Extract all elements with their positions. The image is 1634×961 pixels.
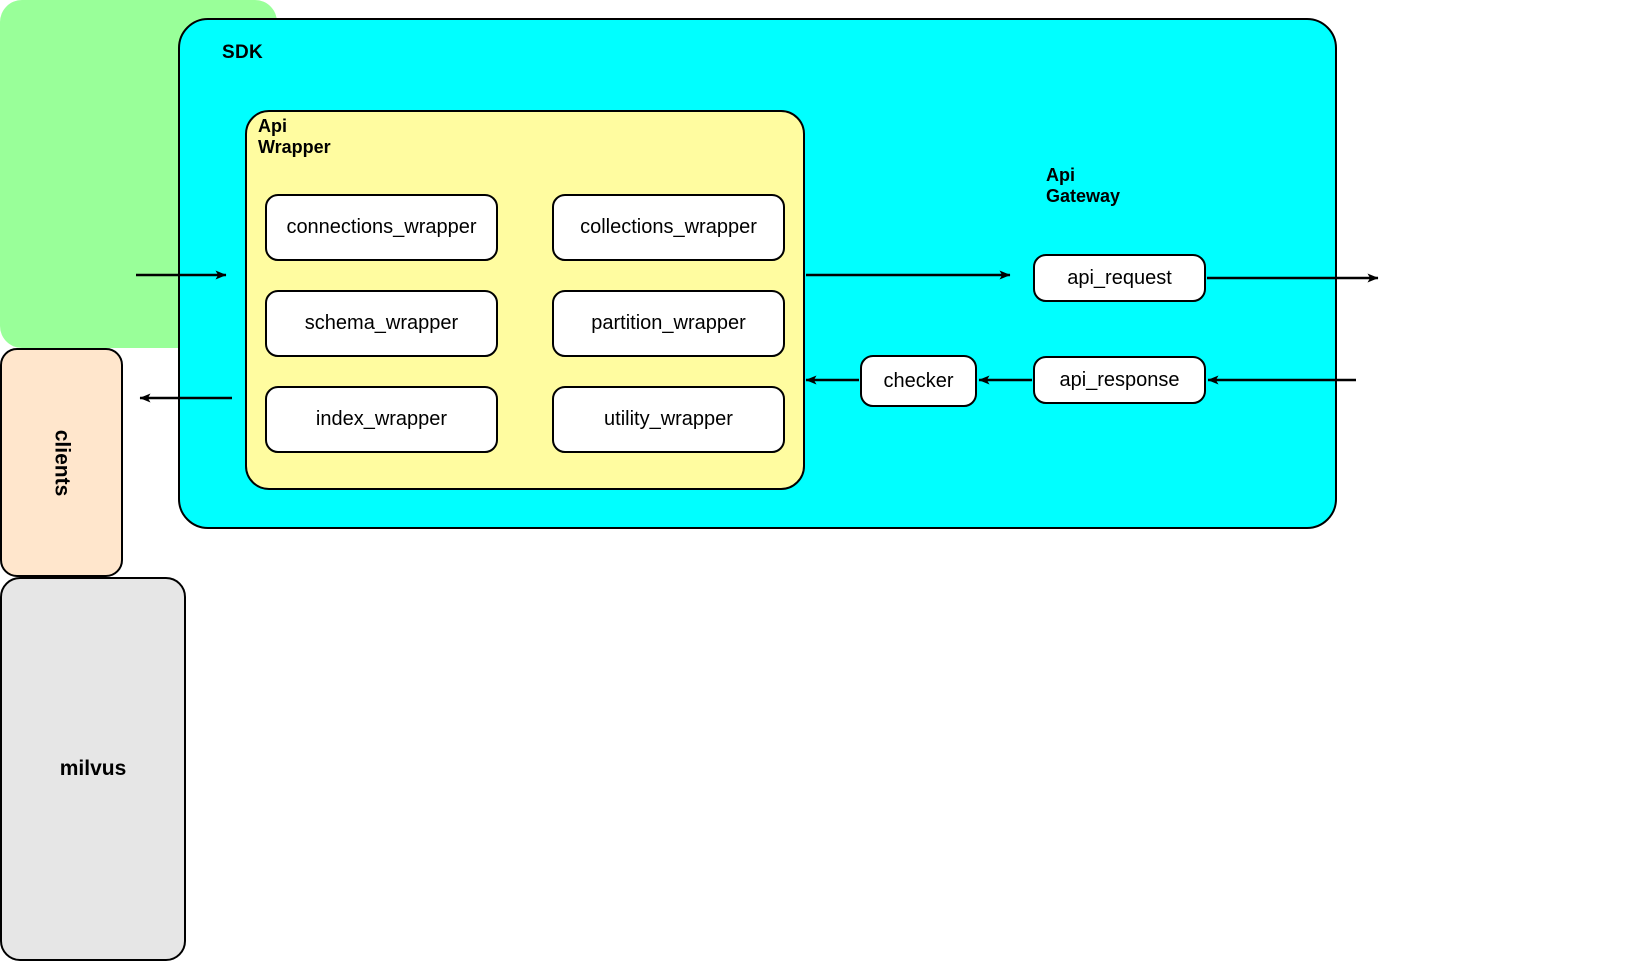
node-partition-wrapper[interactable]: partition_wrapper: [552, 290, 785, 357]
node-schema-wrapper[interactable]: schema_wrapper: [265, 290, 498, 357]
group-sdk-label: SDK: [222, 42, 264, 63]
node-utility-wrapper[interactable]: utility_wrapper: [552, 386, 785, 453]
node-checker[interactable]: checker: [860, 355, 977, 407]
node-connections-wrapper[interactable]: connections_wrapper: [265, 194, 498, 261]
diagram-canvas: SDK Api Wrapper Api Gateway connections_…: [0, 0, 1379, 961]
group-api-wrapper-label: Api Wrapper: [258, 116, 331, 158]
node-api-response[interactable]: api_response: [1033, 356, 1206, 404]
node-index-wrapper[interactable]: index_wrapper: [265, 386, 498, 453]
node-clients[interactable]: clients: [0, 348, 123, 577]
node-api-request[interactable]: api_request: [1033, 254, 1206, 302]
node-clients-label: clients: [50, 429, 74, 496]
node-collections-wrapper[interactable]: collections_wrapper: [552, 194, 785, 261]
group-api-gateway-label: Api Gateway: [1046, 165, 1121, 207]
node-milvus[interactable]: milvus: [0, 577, 186, 961]
node-milvus-label: milvus: [59, 757, 127, 780]
